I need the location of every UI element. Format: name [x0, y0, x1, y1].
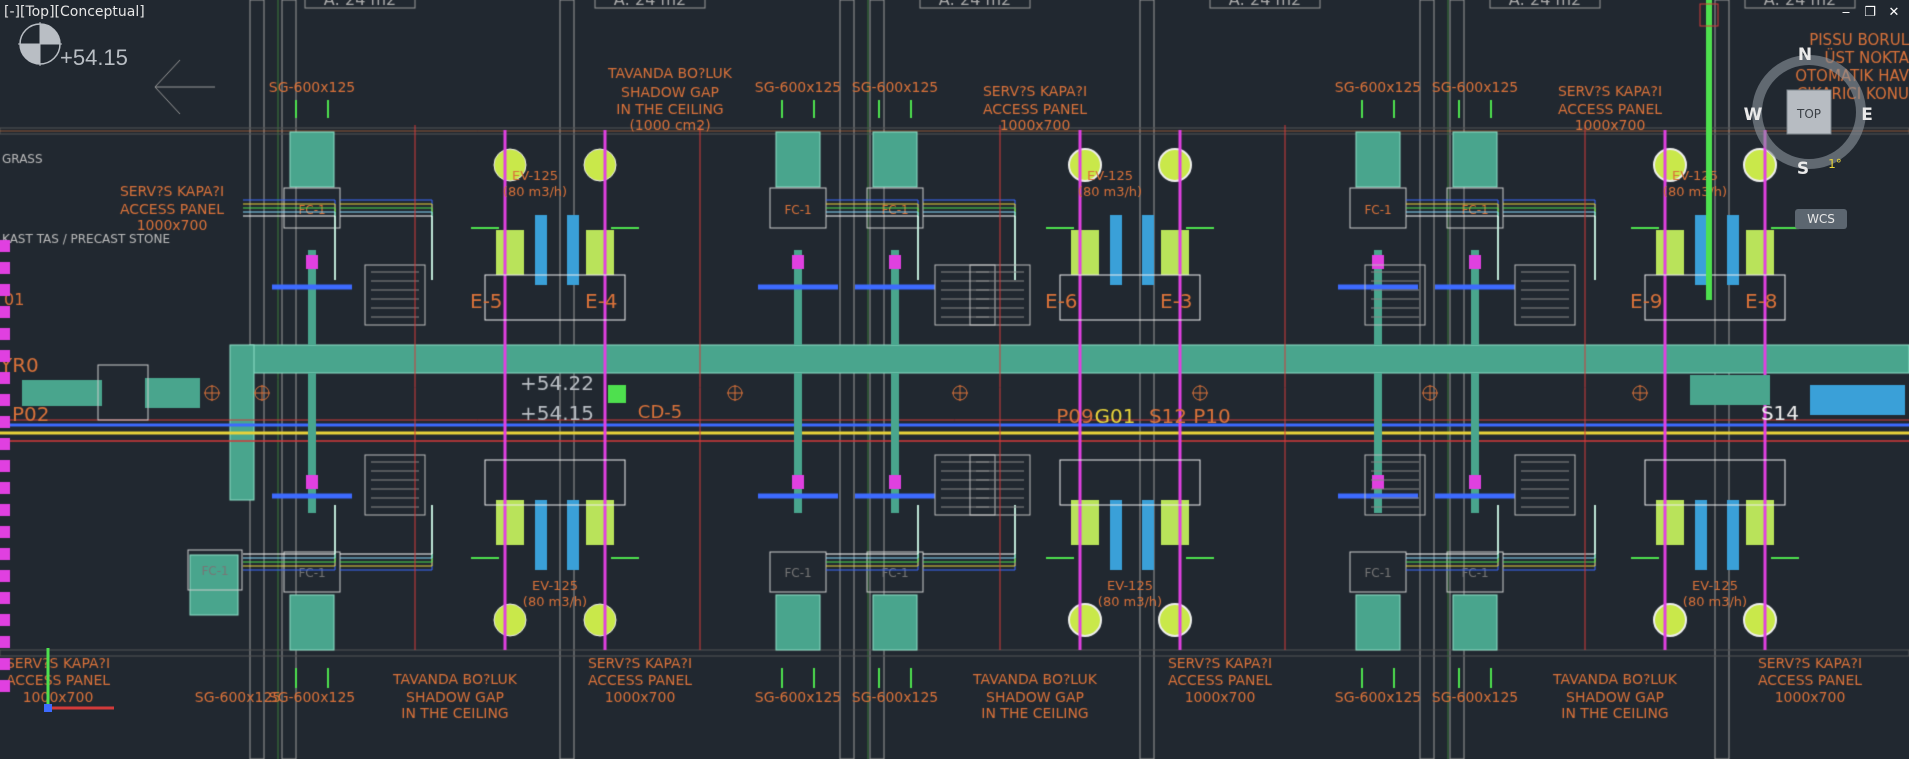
viewport-controls-label[interactable]: [-][Top][Conceptual] [4, 4, 145, 20]
ucs-axis-icon [44, 648, 114, 712]
close-icon[interactable]: ✕ [1888, 5, 1900, 20]
wcs-menu-button[interactable]: WCS [1795, 209, 1847, 229]
viewport-window-controls: ‒ ❐ ✕ [1839, 6, 1901, 20]
ucs-crosshair-icon [18, 22, 62, 66]
minimize-icon[interactable]: ‒ [1841, 5, 1851, 20]
elevation-label: +54.15 [60, 45, 128, 70]
viewcube-top-label: TOP [1796, 107, 1821, 121]
compass-angle: 1° [1828, 157, 1842, 171]
restore-icon[interactable]: ❐ [1864, 5, 1876, 20]
viewport-menu-toggle[interactable]: [-] [4, 4, 20, 20]
view-name[interactable]: [Top] [19, 4, 55, 20]
viewcube-top-face[interactable] [1786, 89, 1832, 135]
viewcube[interactable]: TOP N S E W 1° [1739, 42, 1879, 182]
compass-west[interactable]: W [1744, 105, 1763, 125]
compass-east[interactable]: E [1861, 105, 1873, 125]
compass-north[interactable]: N [1798, 45, 1812, 65]
visual-style[interactable]: [Conceptual] [54, 4, 145, 20]
compass-south[interactable]: S [1797, 159, 1809, 179]
